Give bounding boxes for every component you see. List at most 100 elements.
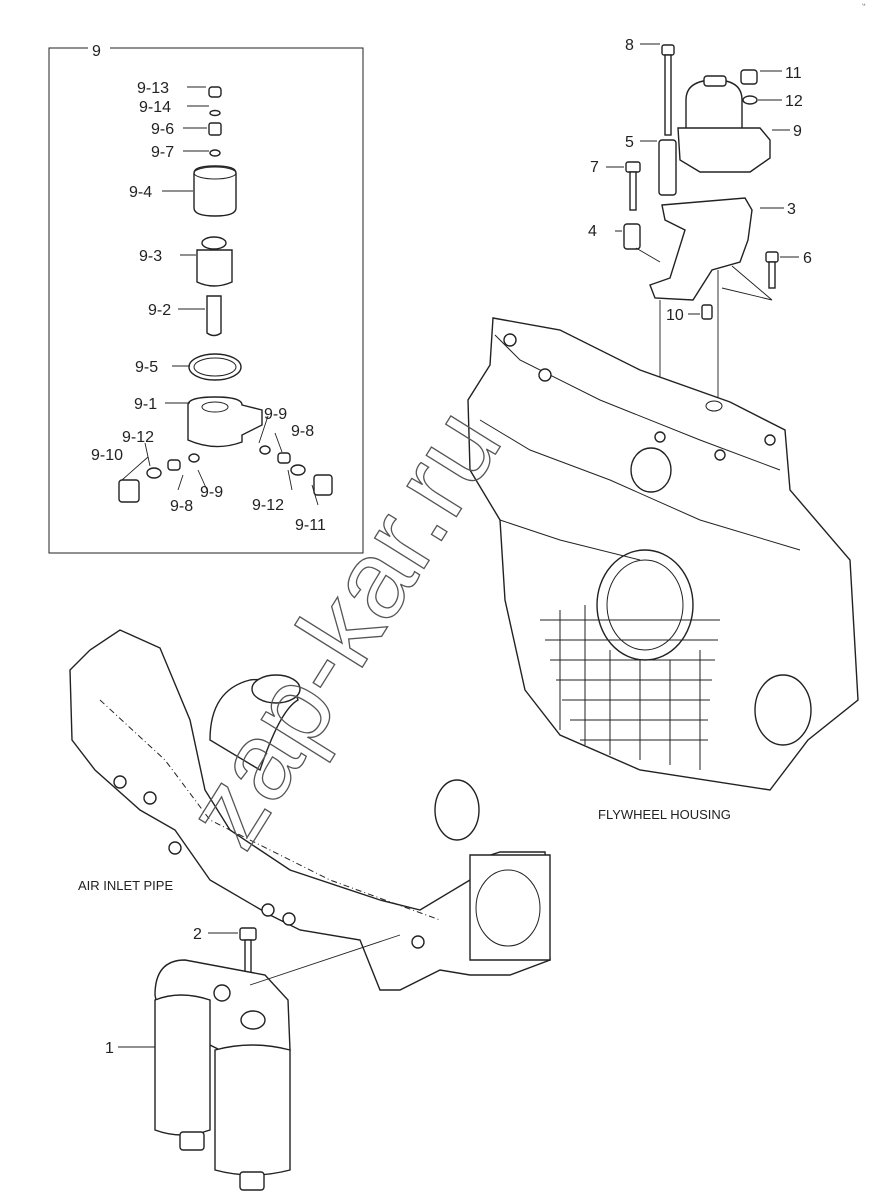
label-9-8-lower: 9-8 <box>170 498 193 515</box>
label-9-12-left: 9-12 <box>122 429 154 446</box>
bracket-assembly: 8 11 12 5 9 7 4 3 6 10 <box>588 37 812 440</box>
part-1-drain-left <box>179 1131 205 1151</box>
label-2: 2 <box>193 926 202 943</box>
part-8-bolt-head <box>661 44 675 56</box>
inset-group-label: 9 <box>92 43 101 60</box>
part-3-bracket <box>649 197 753 301</box>
label-1: 1 <box>105 1040 114 1057</box>
flywheel-opening-inner <box>606 559 684 651</box>
part-2-bolt-head <box>239 927 257 941</box>
label-9-8-upper: 9-8 <box>291 423 314 440</box>
part-1-drain-right <box>239 1171 265 1191</box>
bracket-leader-lines <box>606 43 799 440</box>
label-9-13: 9-13 <box>137 80 169 97</box>
label-5: 5 <box>625 134 634 151</box>
label-9-14: 9-14 <box>139 99 171 116</box>
label-3: 3 <box>787 201 796 218</box>
filter-leader-lines <box>118 932 401 1048</box>
part-1-filter-bowl-right <box>214 1044 291 1176</box>
inset-frame <box>48 47 364 554</box>
air-inlet-pipe: AIR INLET PIPE <box>69 629 551 991</box>
part-9-5-oring <box>188 353 242 381</box>
label-4: 4 <box>588 223 597 240</box>
label-9-9-lower: 9-9 <box>200 484 223 501</box>
mounting-hole <box>705 400 723 412</box>
part-9-9-oring-right <box>259 445 271 455</box>
part-6-bolt-shank <box>768 261 776 289</box>
label-9-10: 9-10 <box>91 447 123 464</box>
air-inlet-tab-3 <box>411 935 425 949</box>
part-5-spacer <box>658 139 677 196</box>
part-9-6-bolt <box>208 122 222 136</box>
part-9-9-oring-left <box>188 453 200 463</box>
bolt-boss-3 <box>654 431 666 443</box>
part-10-bolt <box>701 304 713 320</box>
part-9-3-cap <box>201 236 227 250</box>
part-9-12-ring-right <box>290 464 306 476</box>
part-9-7-oring <box>209 149 221 157</box>
label-9-2: 9-2 <box>148 302 171 319</box>
label-9-9-upper: 9-9 <box>264 406 287 423</box>
label-10: 10 <box>666 307 684 324</box>
part-11-plug <box>740 69 758 85</box>
air-inlet-flange <box>469 854 551 961</box>
part-9-2-pipe <box>206 295 222 337</box>
label-9-3: 9-3 <box>139 248 162 265</box>
bolt-boss-1 <box>503 333 517 347</box>
label-9-5: 9-5 <box>135 359 158 376</box>
label-6: 6 <box>803 250 812 267</box>
air-inlet-mouth-top <box>251 674 301 704</box>
part-7-bolt-shank <box>629 171 637 211</box>
flywheel-ribs <box>540 605 720 770</box>
label-11: 11 <box>785 65 802 82</box>
part-9-5-inner <box>193 357 237 377</box>
air-inlet-boss-2 <box>143 791 157 805</box>
label-9-1: 9-1 <box>134 396 157 413</box>
label-9-4: 9-4 <box>129 184 152 201</box>
label-9-7: 9-7 <box>151 144 174 161</box>
part-1-filter-bowl-left <box>154 994 211 1136</box>
label-9-11: 9-11 <box>295 517 326 534</box>
part-9-11-plug <box>313 474 333 496</box>
corner-mark: '* <box>862 4 866 10</box>
part-9-4-top <box>193 166 237 180</box>
label-9-6: 9-6 <box>151 121 174 138</box>
part-9-10-plug <box>118 479 140 503</box>
caption-air-inlet-pipe: AIR INLET PIPE <box>78 878 173 893</box>
flywheel-housing: FLYWHEEL HOUSING <box>467 317 859 822</box>
part-9-4-bowl <box>193 165 237 217</box>
air-inlet-flange-bore <box>475 869 541 947</box>
part-9-12-ring-left <box>146 467 162 479</box>
part-7-bolt-head <box>625 161 641 173</box>
bolt-boss-4 <box>714 449 726 461</box>
part-2-bolt-shank <box>244 939 252 976</box>
bolt-boss-2 <box>538 368 552 382</box>
air-inlet-tab-1 <box>261 903 275 917</box>
part-9-8-fitting-right <box>277 452 291 464</box>
part-9-1-port <box>201 401 229 413</box>
air-inlet-boss-1 <box>168 841 182 855</box>
flywheel-opening <box>596 549 694 661</box>
part-4-spacer <box>623 223 641 250</box>
part-6-bolt-head <box>765 251 779 263</box>
label-7: 7 <box>590 159 599 176</box>
part-12-ring <box>742 95 758 105</box>
part-8-bolt-shank <box>664 54 672 136</box>
part-9-13-plug <box>208 86 222 98</box>
flywheel-edges <box>479 334 801 561</box>
part-9-filter-head <box>677 127 771 173</box>
label-9: 9 <box>793 123 802 140</box>
inset-leader-lines <box>121 86 319 506</box>
air-inlet-tab-2 <box>282 912 296 926</box>
fuel-filter-assembly: 2 1 <box>105 926 401 1191</box>
bolt-boss-5 <box>764 434 776 446</box>
part-9-filter-bowl <box>685 79 743 131</box>
part-9-14-washer <box>209 109 221 117</box>
part-1-port-left <box>213 984 231 1002</box>
part-9-filter-cap <box>703 75 727 87</box>
caption-flywheel-housing: FLYWHEEL HOUSING <box>598 807 731 822</box>
part-9-3-element <box>196 249 233 287</box>
boss-center <box>630 447 672 493</box>
part-9-8-fitting-left <box>167 459 181 471</box>
